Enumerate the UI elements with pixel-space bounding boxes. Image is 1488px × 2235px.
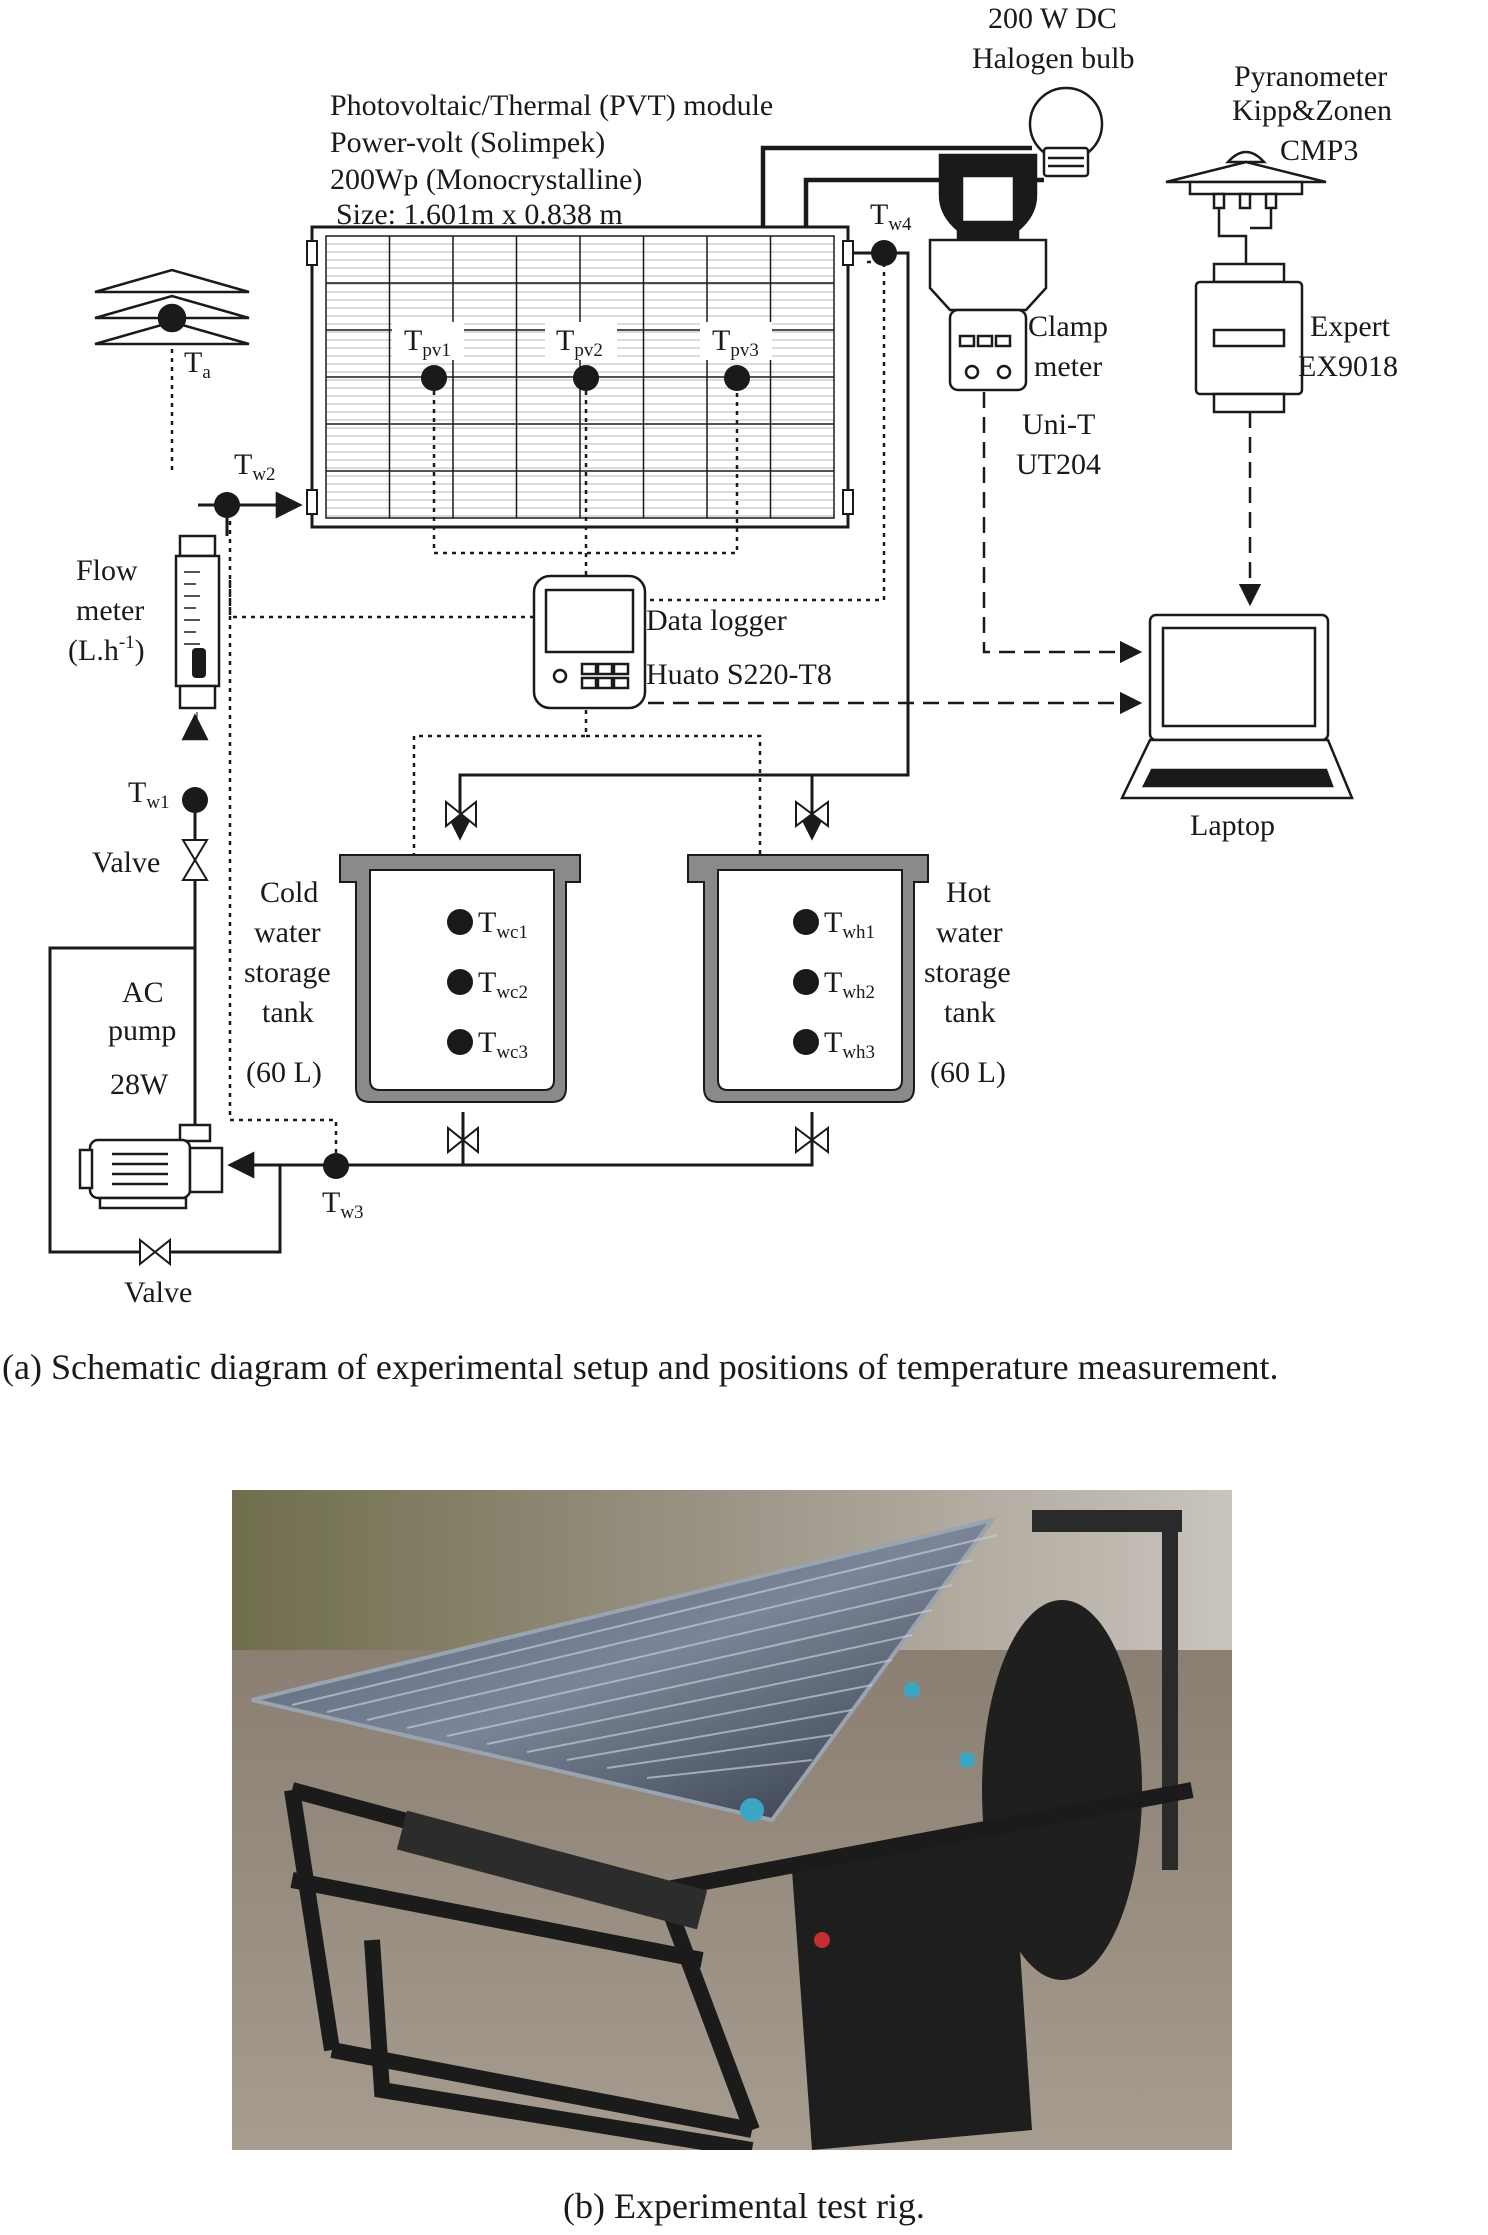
cold-tank-label-1: Cold [260,876,318,909]
hot-tank-label-4: tank [944,996,996,1029]
tank-valves [445,799,829,1155]
hot-tank-label-1: Hot [946,876,992,909]
sensor-twh3: Twh3 [824,1026,875,1063]
cold-tank-label-3: storage [244,956,331,989]
halogen-label-2: Halogen bulb [972,42,1134,75]
laptop-icon [1120,613,1354,800]
data-logger-icon [532,574,647,710]
pump-label-3: 28W [110,1068,169,1101]
data-links [648,392,1262,715]
caption-a: (a) Schematic diagram of experimental se… [2,1347,1279,1387]
expert-label-1: Expert [1310,310,1391,343]
pump-label-1: AC [122,976,164,1009]
hot-tank-label-3: storage [924,956,1011,989]
cold-tank-label-4: tank [262,996,314,1029]
pvt-label-line3: 200Wp (Monocrystalline) [330,163,642,196]
cold-water-tank [339,854,581,1103]
sensor-ta: Ta [184,346,211,383]
flow-meter-label-1: Flow [76,554,138,587]
hot-water-tank [687,854,929,1103]
hot-tank-label-5: (60 L) [930,1056,1006,1089]
schematic-diagram: Photovoltaic/Thermal (PVT) module Power-… [48,2,1398,1309]
pyranometer-icon [1165,150,1327,264]
pyranometer-label-1: Pyranometer [1234,60,1387,93]
pump-label-2: pump [108,1014,176,1047]
valve-label-upper: Valve [92,846,160,879]
sensor-tw1-dot [182,787,208,813]
svg-text:Tpv1: Tpv1 [404,324,451,361]
pyranometer-label-3: CMP3 [1280,134,1358,167]
sensor-twh1: Twh1 [824,906,875,943]
flow-meter-label-2: meter [76,594,144,627]
pyranometer-label-2: Kipp&Zonen [1232,94,1392,127]
halogen-label-1: 200 W DC [988,2,1117,35]
sensor-tw1: Tw1 [128,776,170,813]
flow-meter-label-3: (L.h-1) [68,632,145,667]
sensor-tw2: Tw2 [234,448,276,485]
sensor-tpv3: Tpv3 [700,322,772,391]
sensor-twc3: Twc3 [478,1026,528,1063]
sensor-twc2: Twc2 [478,966,528,1003]
svg-text:Tpv3: Tpv3 [712,324,759,361]
expert-ex9018-icon [1194,262,1304,414]
sensor-tw2-dot [214,492,240,518]
cold-tank-label-5: (60 L) [246,1056,322,1089]
data-logger-label-2: Huato S220-T8 [646,658,832,691]
sensor-tw4-dot [871,240,897,266]
sensor-tpv1: Tpv1 [392,322,464,391]
data-logger-label-1: Data logger [646,604,787,637]
expert-label-2: EX9018 [1298,350,1398,383]
pvt-label-line2: Power-volt (Solimpek) [330,126,605,159]
clamp-label-3: Uni-T [1022,408,1095,441]
test-rig-photo [232,1490,1232,2150]
sensor-twh2: Twh2 [824,966,875,1003]
bulb-power-wire [760,145,1032,227]
sensor-tw4: Tw4 [870,198,912,235]
clamp-label-4: UT204 [1016,448,1101,481]
clamp-meter-icon [928,153,1048,392]
clamp-label-1: Clamp [1028,310,1108,343]
valve-icon [181,839,209,881]
laptop-label: Laptop [1190,809,1275,842]
pvt-module [306,225,854,529]
clamp-label-2: meter [1034,350,1102,383]
sensor-tpv2: Tpv2 [545,322,617,391]
pvt-label-line1: Photovoltaic/Thermal (PVT) module [330,89,773,122]
valve-icon-lower [139,1237,171,1267]
sensor-tw3-dot [323,1153,349,1179]
sensor-twc1: Twc1 [478,906,528,943]
valve-label-lower: Valve [124,1276,192,1309]
ac-pump-icon [78,1123,224,1210]
svg-text:Tpv2: Tpv2 [556,324,603,361]
halogen-bulb-icon [1028,86,1104,178]
hot-tank-label-2: water [936,916,1003,949]
caption-b: (b) Experimental test rig. [563,2186,925,2226]
ambient-radiation-shield [94,268,250,346]
cold-tank-label-2: water [254,916,321,949]
sensor-tw3: Tw3 [322,1186,364,1223]
pvt-label-line4: Size: 1.601m x 0.838 m [336,198,623,231]
flow-meter [174,534,221,718]
